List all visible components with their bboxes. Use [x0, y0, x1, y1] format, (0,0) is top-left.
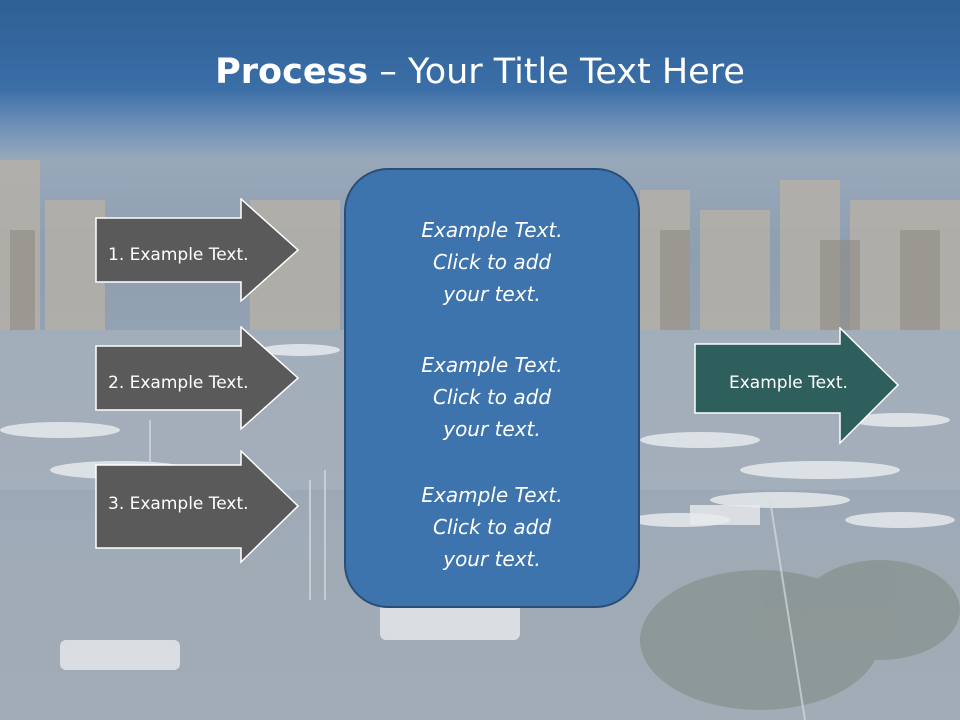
title-bold-part: Process	[215, 52, 369, 92]
panel-block-1-line-1: Example Text.	[421, 218, 563, 242]
panel-block-3-line-3: your text.	[443, 547, 541, 571]
slide-title: Process – Your Title Text Here	[0, 52, 960, 92]
output-arrow[interactable]	[694, 327, 900, 445]
step-3-label: 3. Example Text.	[108, 494, 249, 514]
title-rest-part: – Your Title Text Here	[368, 52, 745, 92]
step-2-label: 2. Example Text.	[108, 373, 249, 393]
panel-block-1-line-3: your text.	[443, 282, 541, 306]
step-1-arrow[interactable]	[95, 198, 300, 302]
title-band	[0, 0, 960, 160]
step-3-arrow[interactable]	[95, 450, 300, 564]
panel-block-2-line-2: Click to add	[432, 385, 552, 409]
panel-text-block-3[interactable]: Example Text. Click to add your text.	[346, 479, 638, 575]
panel-text-block-1[interactable]: Example Text. Click to add your text.	[346, 214, 638, 310]
step-1-label: 1. Example Text.	[108, 245, 249, 265]
panel-block-3-line-2: Click to add	[432, 515, 552, 539]
step-2-arrow[interactable]	[95, 326, 300, 430]
panel-text-block-2[interactable]: Example Text. Click to add your text.	[346, 349, 638, 445]
panel-block-2-line-3: your text.	[443, 417, 541, 441]
panel-block-2-line-1: Example Text.	[421, 353, 563, 377]
output-label: Example Text.	[729, 373, 848, 393]
panel-block-1-line-2: Click to add	[432, 250, 552, 274]
panel-block-3-line-1: Example Text.	[421, 483, 563, 507]
center-process-panel[interactable]: Example Text. Click to add your text. Ex…	[344, 168, 640, 608]
